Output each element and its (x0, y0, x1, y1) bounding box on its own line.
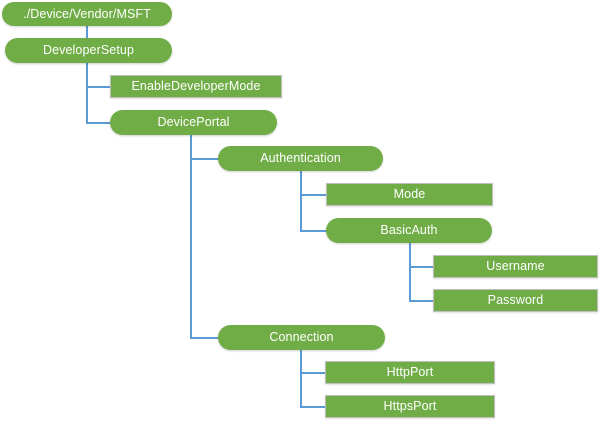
tree-node-username[interactable]: Username (433, 255, 598, 278)
connector-developersetup-trunk (86, 62, 88, 124)
tree-node-connection[interactable]: Connection (218, 325, 385, 350)
tree-node-httpport[interactable]: HttpPort (325, 361, 495, 384)
tree-node-password[interactable]: Password (433, 289, 598, 312)
tree-node-label: DevicePortal (157, 115, 230, 130)
tree-node-developersetup[interactable]: DeveloperSetup (5, 38, 172, 63)
tree-node-label: Username (486, 259, 545, 274)
tree-node-label: DeveloperSetup (42, 43, 135, 58)
tree-node-authentication[interactable]: Authentication (218, 146, 383, 171)
connector-authentication-to-mode (300, 194, 328, 196)
connector-basicauth-trunk (409, 251, 411, 302)
tree-node-label: Mode (393, 187, 426, 202)
tree-node-enabledevelopermode[interactable]: EnableDeveloperMode (110, 75, 282, 98)
connector-deviceportal-to-authentication (190, 158, 220, 160)
connector-developersetup-to-enabledevmode (86, 86, 112, 88)
connector-authentication-trunk (300, 179, 302, 231)
connector-basicauth-to-username (409, 266, 435, 268)
connector-developersetup-to-deviceportal (86, 122, 112, 124)
connector-connection-to-httpsport (300, 406, 327, 408)
connector-authentication-to-trunk (300, 171, 302, 179)
tree-node-label: ./Device/Vendor/MSFT (23, 6, 151, 21)
tree-node-basicauth[interactable]: BasicAuth (326, 218, 492, 243)
tree-node-httpsport[interactable]: HttpsPort (325, 395, 495, 418)
tree-node-root[interactable]: ./Device/Vendor/MSFT (2, 2, 172, 26)
tree-node-label: EnableDeveloperMode (131, 79, 261, 94)
connector-root-to-developersetup (86, 25, 88, 39)
tree-node-label: Connection (269, 330, 334, 345)
connector-deviceportal-to-trunk (190, 135, 192, 142)
tree-node-label: BasicAuth (380, 223, 438, 238)
connector-deviceportal-to-connection (190, 337, 220, 339)
connector-connection-trunk (300, 357, 302, 407)
connector-basicauth-to-password (409, 300, 435, 302)
connector-basicauth-to-trunk (409, 243, 411, 251)
tree-node-mode[interactable]: Mode (326, 183, 493, 206)
tree-node-label: HttpsPort (383, 399, 437, 414)
connector-authentication-to-basicauth (300, 230, 328, 232)
connector-deviceportal-trunk (190, 142, 192, 338)
tree-node-label: Authentication (260, 151, 341, 166)
tree-node-deviceportal[interactable]: DevicePortal (110, 110, 277, 135)
connector-connection-to-httpport (300, 372, 327, 374)
tree-node-label: Password (487, 293, 544, 308)
connector-connection-to-trunk (300, 350, 302, 357)
tree-node-label: HttpPort (386, 365, 434, 380)
